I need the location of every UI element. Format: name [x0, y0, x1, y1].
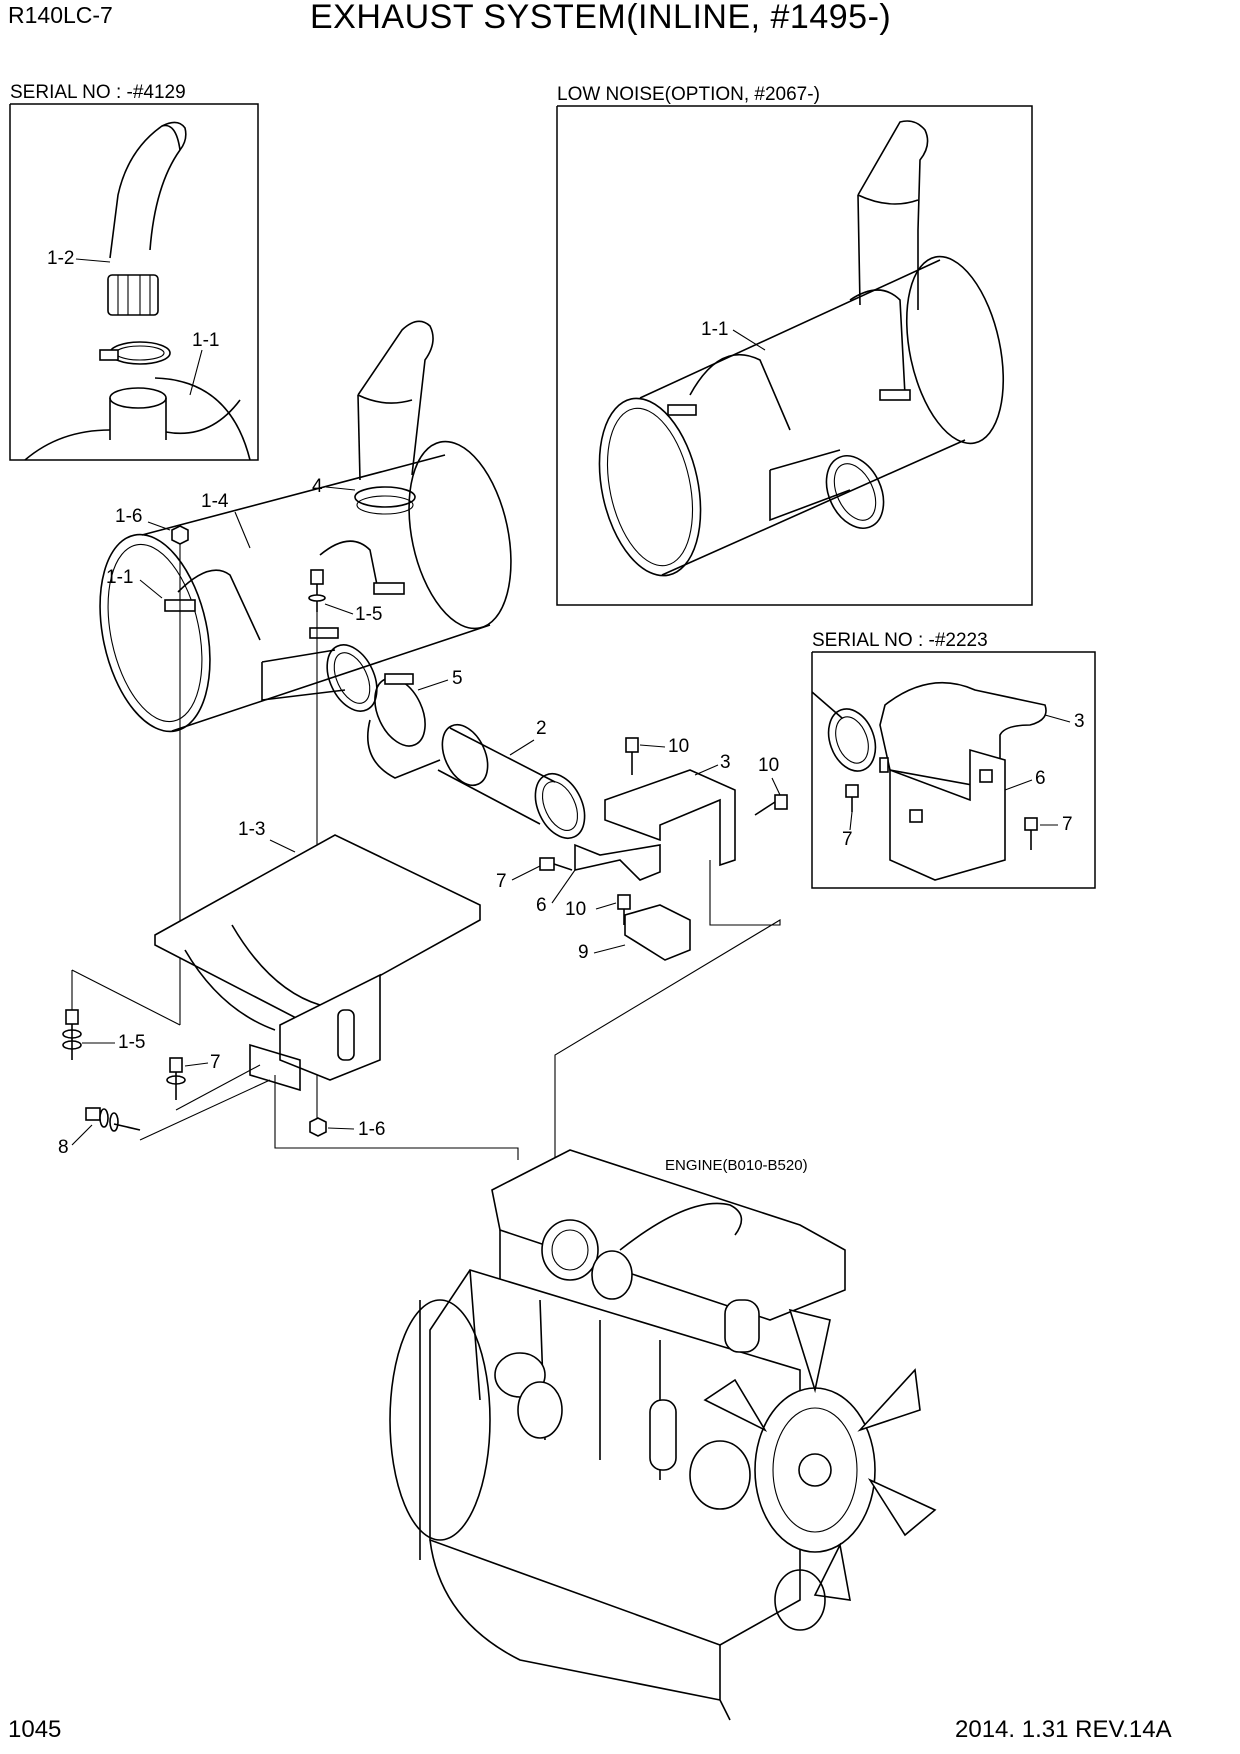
callout-1-6-bottom: 1-6: [358, 1119, 385, 1140]
callout-1-1-low-noise: 1-1: [701, 319, 728, 340]
callout-1-4: 1-4: [201, 491, 229, 512]
main-brackets: 10 3 10 7 6 10 9: [496, 736, 788, 1215]
inset-low-noise: LOW NOISE(OPTION, #2067-) 1-1: [556, 84, 1033, 606]
callout-7-inset-b: 7: [1062, 814, 1073, 835]
callout-9: 9: [578, 942, 589, 963]
page-number: 1045: [8, 1716, 62, 1743]
callout-1-1-main: 1-1: [106, 567, 133, 588]
callout-3-inset: 3: [1074, 711, 1085, 732]
clamp-and-pipe: 5 2: [366, 668, 586, 839]
callout-7-inset-a: 7: [842, 829, 853, 850]
inset-serial-2223: SERIAL NO : -#2223 3 6 7 7: [811, 630, 1096, 889]
inset-serial-2223-label: SERIAL NO : -#2223: [812, 630, 988, 651]
inset-low-noise-label: LOW NOISE(OPTION, #2067-): [557, 84, 820, 105]
lower-fasteners: 1-5 7 8 1-6: [58, 969, 519, 1160]
callout-1-1-inset: 1-1: [192, 330, 219, 351]
callout-4: 4: [312, 476, 323, 497]
callout-6-main: 6: [536, 895, 547, 916]
callout-1-2: 1-2: [47, 248, 74, 269]
callout-7-main: 7: [496, 871, 507, 892]
callout-1-3: 1-3: [238, 819, 265, 840]
model-number: R140LC-7: [8, 2, 113, 28]
callout-1-5-top: 1-5: [355, 604, 382, 625]
callout-10-b: 10: [758, 755, 779, 776]
callout-6-inset: 6: [1035, 768, 1046, 789]
callout-2: 2: [536, 718, 547, 739]
callout-3-main: 3: [720, 752, 731, 773]
callout-1-5-bottom: 1-5: [118, 1032, 145, 1053]
inset-serial-4129: SERIAL NO : -#4129 1-2 1-1: [9, 82, 259, 461]
engine-label: ENGINE(B010-B520): [665, 1157, 808, 1174]
callout-1-6-top: 1-6: [115, 506, 142, 527]
callout-8: 8: [58, 1137, 69, 1158]
page-title: EXHAUST SYSTEM(INLINE, #1495-): [310, 0, 892, 36]
engine: ENGINE(B010-B520): [389, 1149, 937, 1721]
callout-10-c: 10: [565, 899, 586, 920]
cooling-fan: [703, 1308, 937, 1601]
inset-serial-4129-label: SERIAL NO : -#4129: [10, 82, 186, 103]
revision-date: 2014. 1.31 REV.14A: [955, 1716, 1172, 1743]
support-bracket: 1-3: [154, 819, 481, 1092]
callout-7-lower: 7: [210, 1052, 221, 1073]
callout-5: 5: [452, 668, 463, 689]
callout-10-a: 10: [668, 736, 689, 757]
